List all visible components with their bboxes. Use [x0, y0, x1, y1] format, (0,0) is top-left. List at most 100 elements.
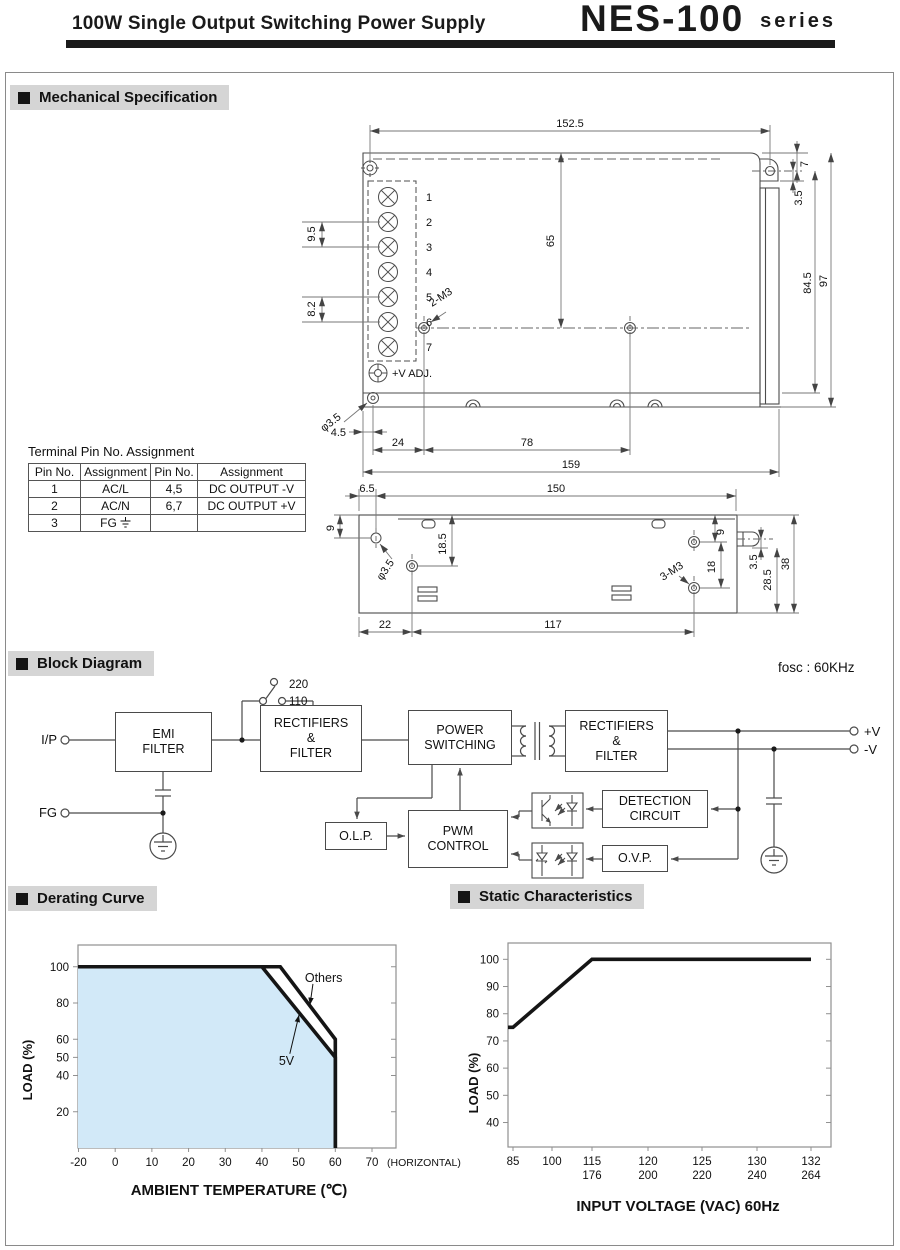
- block-box-ovp: O.V.P.: [602, 845, 668, 872]
- svg-text:200: 200: [638, 1170, 657, 1182]
- top-view-case-outline: [362, 152, 781, 408]
- section-title: Block Diagram: [37, 655, 143, 672]
- svg-text:70: 70: [486, 1036, 499, 1048]
- table-cell: AC/L: [80, 480, 151, 498]
- fg-terminal-label: FG: [39, 805, 57, 820]
- svg-text:60: 60: [486, 1063, 499, 1075]
- optocoupler-symbols: [531, 792, 584, 879]
- block-diagram: I/P FG 220 110 +V -V fosc : 60KHz EMI FI…: [5, 648, 894, 883]
- svg-text:INPUT VOLTAGE (VAC) 60Hz: INPUT VOLTAGE (VAC) 60Hz: [576, 1198, 779, 1215]
- svg-text:AMBIENT TEMPERATURE (℃): AMBIENT TEMPERATURE (℃): [131, 1182, 348, 1199]
- dim-label: 65: [545, 235, 557, 247]
- top-view-dimension-lines: [302, 125, 836, 477]
- svg-text:50: 50: [56, 1052, 69, 1064]
- svg-text:125: 125: [692, 1156, 711, 1168]
- svg-text:60: 60: [56, 1034, 69, 1046]
- dim-label: 7: [799, 161, 811, 167]
- output-neg-label: -V: [864, 742, 877, 757]
- section-title: Derating Curve: [37, 890, 145, 907]
- dim-label: 4.5: [331, 427, 346, 439]
- dim-label: 28.5: [762, 569, 774, 590]
- pin-number: 1: [426, 192, 432, 204]
- svg-text:5V: 5V: [279, 1054, 295, 1068]
- pin-assignment-table: Pin No. Assignment Pin No. Assignment 1 …: [28, 463, 306, 532]
- dim-label: 6.5: [359, 483, 374, 495]
- dim-label: 159: [562, 459, 580, 471]
- svg-text:115: 115: [583, 1156, 601, 1168]
- table-cell: DC OUTPUT -V: [197, 480, 306, 498]
- top-view-mounting-holes: [361, 159, 636, 404]
- table-cell: 4,5: [150, 480, 198, 498]
- table-cell: [197, 514, 306, 532]
- svg-text:50: 50: [486, 1090, 499, 1102]
- table-row: 3 FG: [28, 514, 306, 532]
- input-terminal-label: I/P: [41, 732, 57, 747]
- wires: [69, 685, 850, 862]
- svg-text:80: 80: [56, 998, 69, 1010]
- series-name: NES-100: [580, 0, 745, 39]
- svg-text:50: 50: [292, 1157, 305, 1169]
- section-bullet-icon: [16, 657, 28, 670]
- pin-number: 2: [426, 217, 432, 229]
- section-bullet-icon: [16, 892, 28, 905]
- svg-text:240: 240: [747, 1170, 766, 1182]
- table-cell: 1: [28, 480, 81, 498]
- svg-text:Others: Others: [305, 971, 343, 985]
- section-header-static: Static Characteristics: [450, 884, 645, 909]
- svg-text:85: 85: [507, 1156, 520, 1168]
- svg-text:(HORIZONTAL): (HORIZONTAL): [387, 1157, 461, 1169]
- block-box-power-switching: POWER SWITCHING: [408, 710, 512, 765]
- svg-text:132: 132: [801, 1156, 820, 1168]
- table-cell: FG: [80, 514, 151, 532]
- pin-number: 7: [426, 342, 432, 354]
- dim-label: 150: [547, 483, 565, 495]
- section-header-block-diagram: Block Diagram: [8, 651, 155, 676]
- table-cell: [150, 514, 198, 532]
- section-bullet-icon: [18, 91, 30, 104]
- table-cell: 6,7: [150, 497, 198, 515]
- column-header: Pin No.: [150, 463, 198, 481]
- svg-text:100: 100: [50, 962, 69, 974]
- dim-label: 18.5: [437, 533, 449, 554]
- header-rule: [66, 40, 835, 48]
- fg-label: FG: [100, 516, 117, 530]
- svg-text:220: 220: [692, 1170, 711, 1182]
- block-diagram-wiring: I/P FG 220 110 +V -V fosc : 60KHz: [39, 660, 881, 879]
- dim-label: 24: [392, 437, 404, 449]
- terminal-block: [367, 180, 417, 362]
- svg-text:-20: -20: [70, 1157, 87, 1169]
- fosc-label: fosc : 60KHz: [778, 660, 855, 675]
- svg-text:0: 0: [112, 1157, 118, 1169]
- dim-label: 9: [325, 525, 337, 531]
- svg-text:20: 20: [56, 1107, 69, 1119]
- voltage-adjust-potentiometer: [368, 363, 388, 383]
- svg-text:120: 120: [638, 1156, 657, 1168]
- side-view-dimension-labels: 6.5 150 9 18.5 φ3.5 3-M3 9 18 3.5 28.5 3…: [325, 483, 792, 631]
- ground-symbols: [149, 832, 788, 874]
- svg-text:100: 100: [542, 1156, 561, 1168]
- side-view-holes: [370, 532, 700, 594]
- svg-text:264: 264: [801, 1170, 821, 1182]
- dim-label: 3-M3: [658, 560, 686, 584]
- svg-text:40: 40: [56, 1071, 69, 1083]
- pin-number: 5: [426, 292, 432, 304]
- page-title: 100W Single Output Switching Power Suppl…: [72, 13, 486, 34]
- output-pos-label: +V: [864, 724, 881, 739]
- dim-label: 9: [715, 529, 727, 535]
- dim-label: 97: [818, 275, 830, 287]
- svg-text:90: 90: [486, 982, 499, 994]
- side-view-dimension-lines: [334, 489, 799, 637]
- dim-label: φ3.5: [375, 557, 397, 582]
- dim-label: 38: [780, 558, 792, 570]
- svg-text:10: 10: [145, 1157, 158, 1169]
- table-cell: AC/N: [80, 497, 151, 515]
- column-header: Assignment: [197, 463, 306, 481]
- block-box-emi-filter: EMI FILTER: [115, 712, 212, 772]
- section-title: Mechanical Specification: [39, 89, 218, 106]
- pin-number: 4: [426, 267, 432, 279]
- svg-text:60: 60: [329, 1157, 342, 1169]
- dim-label: 18: [706, 561, 718, 573]
